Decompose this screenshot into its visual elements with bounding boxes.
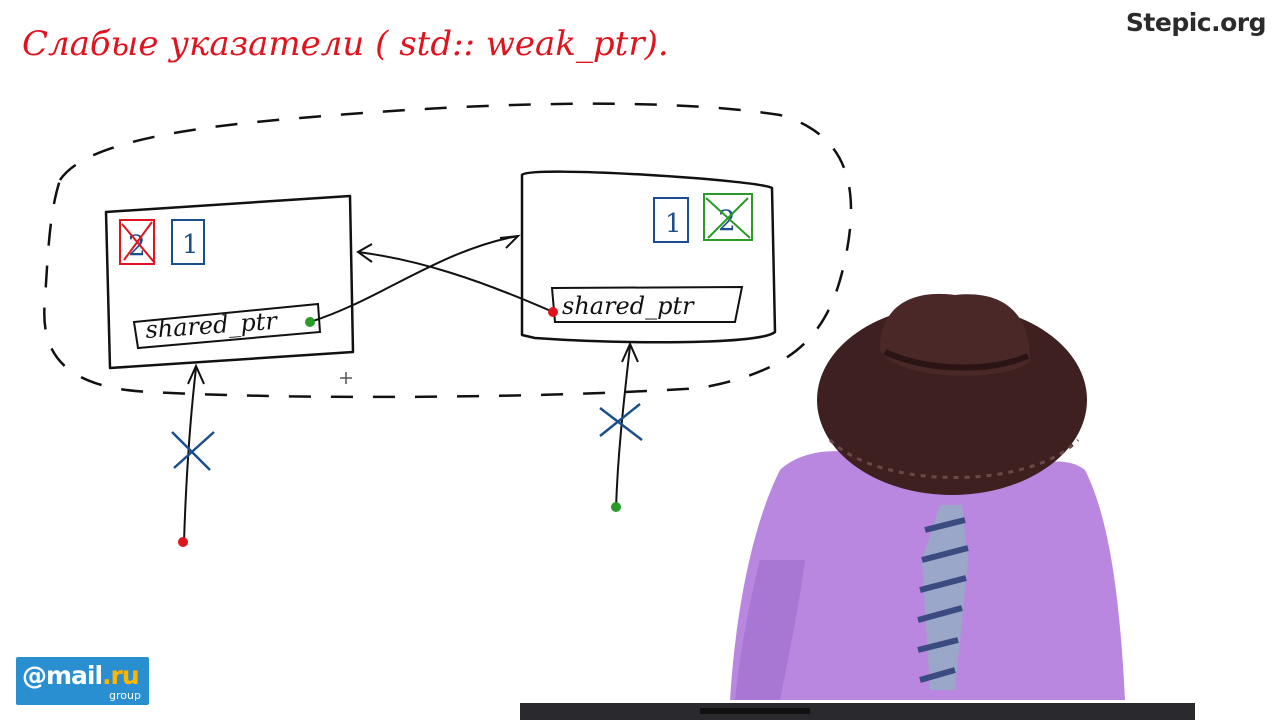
left-object-box <box>104 194 355 370</box>
external-pointer-left <box>183 367 197 543</box>
arrow-left-to-right <box>309 235 519 323</box>
lecturer-hat-crown <box>880 293 1030 376</box>
move-cursor-icon <box>340 372 352 384</box>
right-pointer-origin-dot <box>548 307 558 317</box>
external-pointer-right-dot <box>611 502 621 512</box>
mailru-logo-accent: .ru <box>102 661 140 690</box>
stepic-brand: Stepic.org <box>1125 8 1267 37</box>
external-pointer-left-dot <box>178 537 188 547</box>
left-counter-cross <box>121 221 155 263</box>
right-counter-crossed <box>703 193 753 241</box>
left-counter-current <box>171 219 205 265</box>
left-counter-crossed <box>119 219 155 265</box>
left-counter-current-value: 1 <box>182 230 199 260</box>
external-pointer-left-cross <box>171 431 215 471</box>
mailru-logo-prefix: @mail <box>22 661 103 690</box>
left-shared-ptr-field <box>132 302 322 350</box>
right-counter-cross <box>705 197 751 239</box>
right-object-box <box>520 170 777 344</box>
right-counter-current <box>653 197 689 243</box>
mailru-group-logo: @mail.ru group <box>16 657 149 705</box>
object-group-outline <box>43 102 853 399</box>
lecture-heading: Слабые указатели ( std:: weak_ptr). <box>22 24 669 64</box>
left-pointer-origin-dot <box>305 317 315 327</box>
right-counter-current-value: 1 <box>665 209 682 239</box>
laptop-edge <box>520 703 1195 720</box>
mailru-logo-sub: group <box>109 689 141 702</box>
right-shared-ptr-label: shared_ptr <box>562 292 695 320</box>
arrow-right-to-left <box>357 251 554 313</box>
external-pointer-right-cross <box>599 403 643 441</box>
